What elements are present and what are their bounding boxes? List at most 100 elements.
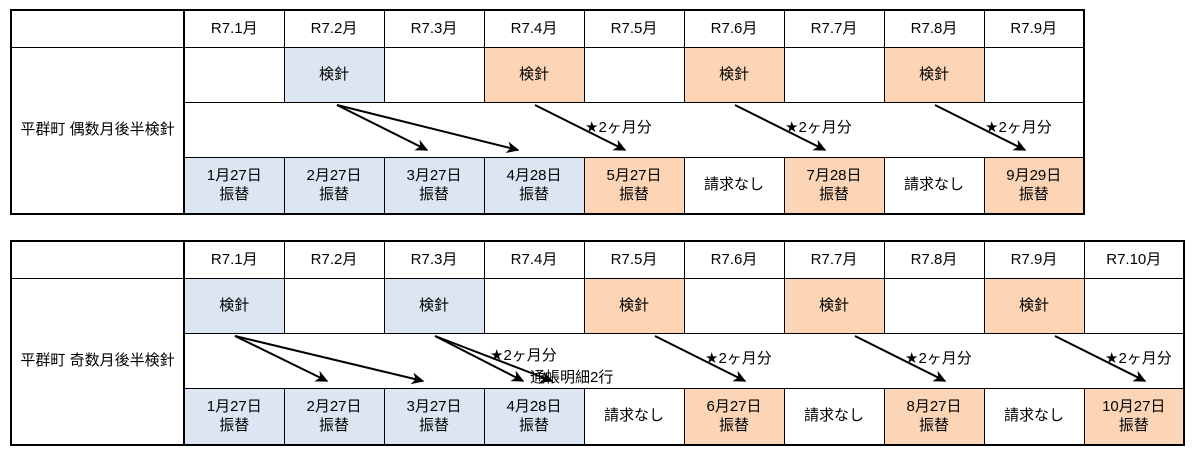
withdrawal-date-label: 10月27日 [1102,398,1166,416]
meter-reading-label: 検針 [1018,296,1049,314]
month-header-label: R7.3月 [410,250,458,268]
meter-reading-cell: 検針 [183,278,285,334]
arrow-band-even-month: ★2ヶ月分★2ヶ月分★2ヶ月分 [183,102,1085,158]
row-label-odd-month: 平群町 奇数月後半検針 [10,278,185,446]
month-header-label: R7.2月 [310,19,358,37]
withdrawal-date-cell: 8月27日振替 [883,388,985,446]
withdrawal-transfer-label: 振替 [518,416,549,434]
row-label-even-month: 平群町 偶数月後半検針 [10,47,185,215]
withdrawal-transfer-label: 振替 [219,185,250,203]
month-header-cell: R7.10月 [1083,240,1185,279]
month-header-label: R7.7月 [810,250,858,268]
withdrawal-date-label: 5月27日 [606,167,662,185]
month-header-label: R7.5月 [610,250,658,268]
meter-reading-label: 検針 [418,296,449,314]
withdrawal-date-label: 請求なし [803,407,864,425]
month-header-label: R7.9月 [1010,250,1058,268]
meter-reading-label: 検針 [518,65,549,83]
month-header-label: R7.2月 [310,250,358,268]
month-header-cell: R7.6月 [683,9,785,48]
meter-reading-label: 検針 [918,65,949,83]
no-billing-cell: 請求なし [583,388,685,446]
meter-empty-cell [383,47,485,103]
arrow-band-odd-month: ★2ヶ月分通帳明細2行 ★2ヶ月分 ★2ヶ月分 ★2ヶ月分 [183,333,1185,389]
withdrawal-date-cell: 9月29日振替 [983,157,1085,215]
withdrawal-date-label: 請求なし [903,176,964,194]
withdrawal-date-label: 1月27日 [206,398,262,416]
billing-annotation: ★2ヶ月分 [585,119,652,136]
withdrawal-date-label: 4月28日 [506,398,562,416]
withdrawal-date-cell: 3月27日振替 [383,157,485,215]
month-header-cell: R7.9月 [983,240,1085,279]
withdrawal-date-label: 請求なし [603,407,664,425]
no-billing-cell: 請求なし [683,157,785,215]
withdrawal-date-cell: 4月28日振替 [483,157,585,215]
month-header-label: R7.7月 [810,19,858,37]
month-header-label: R7.6月 [710,250,758,268]
withdrawal-date-label: 3月27日 [406,398,462,416]
month-header-cell: R7.9月 [983,9,1085,48]
withdrawal-date-cell: 3月27日振替 [383,388,485,446]
billing-annotation: ★2ヶ月分 [985,119,1052,136]
month-header-cell: R7.4月 [483,9,585,48]
month-header-cell: R7.2月 [283,9,385,48]
month-header-cell: R7.7月 [783,240,885,279]
billing-flow-arrow [234,335,425,385]
withdrawal-date-cell: 2月27日振替 [283,388,385,446]
withdrawal-date-label: 7月28日 [806,167,862,185]
billing-annotation: 通帳明細2行 [530,369,614,386]
billing-annotation: ★2ヶ月分 [705,350,772,367]
withdrawal-date-cell: 6月27日振替 [683,388,785,446]
meter-empty-cell [983,47,1085,103]
month-header-label: R7.4月 [510,19,558,37]
month-header-label: R7.9月 [1010,19,1058,37]
meter-reading-label: 検針 [318,65,349,83]
month-header-cell: R7.4月 [483,240,585,279]
month-header-cell: R7.2月 [283,240,385,279]
month-header-cell: R7.1月 [183,240,285,279]
withdrawal-date-label: 2月27日 [306,167,362,185]
billing-flow-arrow [336,104,429,151]
no-billing-cell: 請求なし [883,157,985,215]
meter-empty-cell [183,47,285,103]
withdrawal-transfer-label: 振替 [318,185,349,203]
no-billing-cell: 請求なし [983,388,1085,446]
month-header-cell: R7.5月 [583,9,685,48]
withdrawal-date-cell: 1月27日振替 [183,388,285,446]
withdrawal-transfer-label: 振替 [1118,416,1149,434]
withdrawal-transfer-label: 振替 [418,185,449,203]
billing-annotation: ★2ヶ月分 [490,347,557,364]
header-corner-cell [11,10,185,48]
month-header-label: R7.5月 [610,19,658,37]
billing-flow-arrow [234,335,329,382]
month-header-cell: R7.6月 [683,240,785,279]
withdrawal-date-label: 6月27日 [706,398,762,416]
meter-empty-cell [483,278,585,334]
withdrawal-date-label: 2月27日 [306,398,362,416]
month-header-label: R7.1月 [210,250,258,268]
month-header-cell: R7.5月 [583,240,685,279]
withdrawal-date-cell: 4月28日振替 [483,388,585,446]
month-header-cell: R7.3月 [383,9,485,48]
withdrawal-date-label: 1月27日 [206,167,262,185]
withdrawal-transfer-label: 振替 [618,185,649,203]
meter-reading-cell: 検針 [383,278,485,334]
meter-reading-row: 平群町 偶数月後半検針 検針 検針 検針 検針 [10,47,1085,215]
billing-annotation: ★2ヶ月分 [1105,350,1172,367]
billing-annotation: ★2ヶ月分 [905,350,972,367]
meter-reading-cell: 検針 [883,47,985,103]
meter-reading-cell: 検針 [783,278,885,334]
meter-reading-cell: 検針 [683,47,785,103]
meter-empty-cell [683,278,785,334]
no-billing-cell: 請求なし [783,388,885,446]
meter-reading-cell: 検針 [483,47,585,103]
meter-reading-row: 平群町 奇数月後半検針 検針検針検針検針検針 [10,278,1185,446]
withdrawal-date-label: 3月27日 [406,167,462,185]
withdrawal-date-cell: 10月27日振替 [1083,388,1185,446]
meter-reading-label: 検針 [219,296,250,314]
